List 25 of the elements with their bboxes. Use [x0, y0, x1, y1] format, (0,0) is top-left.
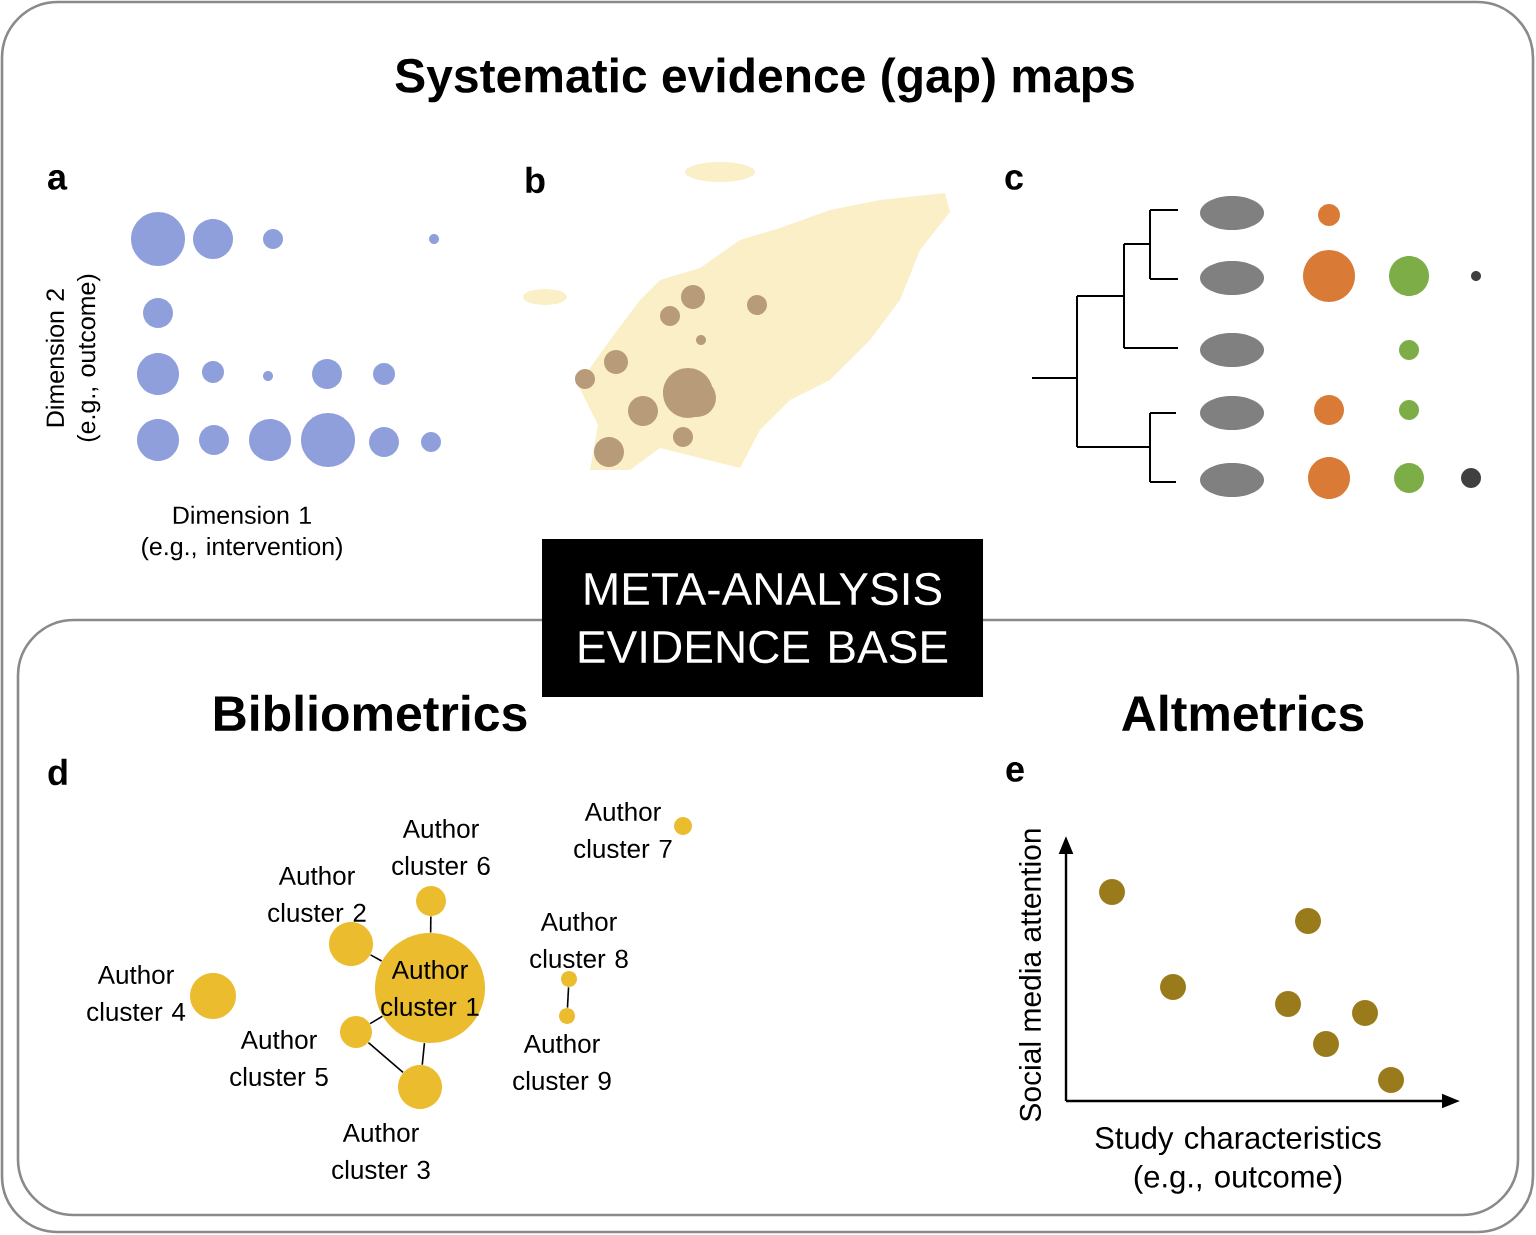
- panel-letter: e: [1006, 762, 1024, 782]
- connector-line: [429, 915, 432, 934]
- connector-line: [369, 954, 383, 962]
- cluster-label: Author cluster 3: [332, 1122, 430, 1180]
- connector-line: [566, 986, 570, 1009]
- connector-line: [369, 1015, 384, 1025]
- axis-label: Dimension 1 (e.g., intervention): [142, 505, 342, 561]
- axis-label: Social media attention: [1019, 829, 1041, 1122]
- cluster-label: Author cluster 8: [530, 911, 628, 969]
- panel-letter: c: [1005, 170, 1023, 190]
- title-box: META-ANALYSIS EVIDENCE BASE: [542, 539, 983, 697]
- panel-letter: b: [526, 166, 545, 194]
- axis-label: Study characteristics (e.g., outcome): [1095, 1126, 1381, 1194]
- cluster-label: Author cluster 4: [87, 964, 186, 1022]
- connector-line: [421, 1042, 426, 1066]
- cluster-label: Author cluster 7: [574, 801, 672, 859]
- cluster-label: Author cluster 6: [392, 818, 490, 876]
- panel-letter: a: [48, 170, 68, 190]
- connector-line: [367, 1041, 404, 1074]
- cluster-label: Author cluster 2: [268, 865, 366, 923]
- cluster-label: Author cluster 1: [381, 959, 479, 1017]
- panel-letter: d: [48, 758, 67, 786]
- cluster-label: Author cluster 9: [513, 1033, 611, 1091]
- axis-label: Dimension 2 (e.g., outcome): [45, 274, 101, 442]
- cluster-label: Author cluster 5: [230, 1029, 328, 1087]
